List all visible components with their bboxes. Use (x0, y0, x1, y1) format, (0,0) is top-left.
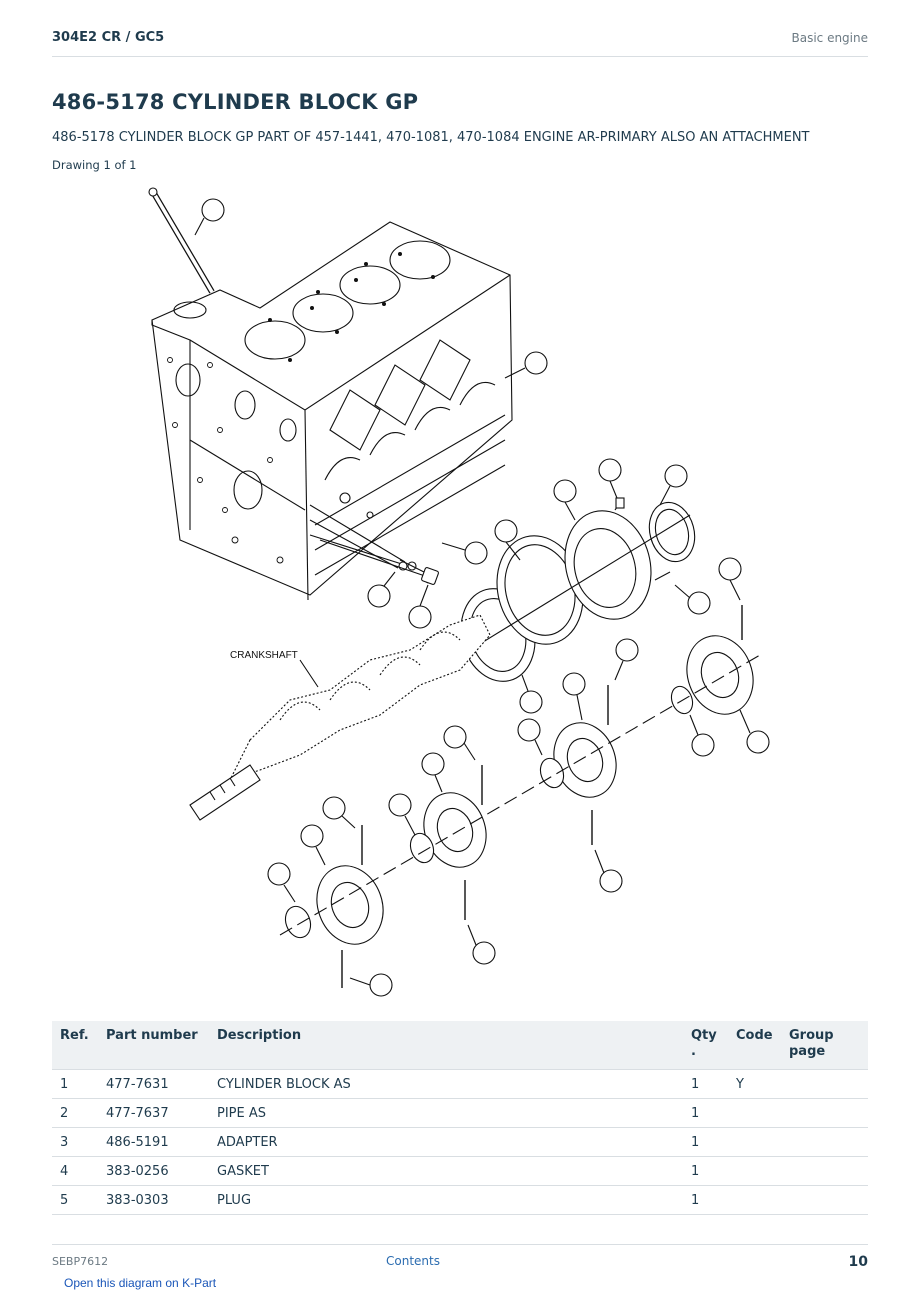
row-qty: 1 (683, 1098, 728, 1128)
document-code: SEBP7612 (52, 1255, 109, 1268)
crankshaft-part (228, 614, 491, 781)
parts-table: Ref. Part number Description Qty . Code … (52, 1021, 868, 1215)
row-ref: 4 (52, 1156, 98, 1186)
row-description: PLUG (209, 1185, 683, 1215)
row-qty: 1 (683, 1127, 728, 1157)
adapter-part (469, 497, 696, 651)
row-code (728, 1098, 781, 1128)
row-group-page (781, 1069, 868, 1099)
plug-parts (309, 504, 439, 585)
row-ref: 1 (52, 1069, 98, 1099)
row-description: GASKET (209, 1156, 683, 1186)
bolt-parts (341, 605, 743, 988)
row-qty: 1 (683, 1069, 728, 1099)
page-header: 304E2 CR / GC5 Basic engine (52, 28, 868, 57)
callout-bubbles (194, 198, 770, 997)
section-name: Basic engine (791, 31, 868, 45)
cylinder-block-part (151, 221, 513, 601)
page-subtitle: 486-5178 CYLINDER BLOCK GP PART OF 457-1… (52, 130, 810, 145)
row-qty: 1 (683, 1156, 728, 1186)
row-part-number: 477-7631 (98, 1069, 209, 1099)
table-row: 1 477-7631 CYLINDER BLOCK AS 1 Y (52, 1069, 868, 1099)
row-group-page (781, 1156, 868, 1186)
header-description: Description (209, 1021, 683, 1070)
row-description: ADAPTER (209, 1127, 683, 1157)
page-title: 486-5178 CYLINDER BLOCK GP (52, 90, 419, 114)
row-code (728, 1156, 781, 1186)
row-code (728, 1185, 781, 1215)
row-part-number: 383-0256 (98, 1156, 209, 1186)
header-group-page: Group page (781, 1021, 868, 1070)
row-part-number: 383-0303 (98, 1185, 209, 1215)
header-code: Code (728, 1021, 781, 1070)
contents-link[interactable]: Contents (386, 1254, 440, 1268)
header-part-number: Part number (98, 1021, 209, 1070)
row-description: PIPE AS (209, 1098, 683, 1128)
table-row: 4 383-0256 GASKET 1 (52, 1156, 868, 1186)
header-qty: Qty . (683, 1021, 728, 1070)
row-ref: 5 (52, 1185, 98, 1215)
drawing-label: Drawing 1 of 1 (52, 158, 137, 172)
table-row: 3 486-5191 ADAPTER 1 (52, 1127, 868, 1157)
table-row: 2 477-7637 PIPE AS 1 (52, 1098, 868, 1128)
row-group-page (781, 1185, 868, 1215)
table-header-row: Ref. Part number Description Qty . Code … (52, 1021, 868, 1070)
crankshaft-label: CRANKSHAFT (230, 650, 298, 661)
row-code (728, 1127, 781, 1157)
row-description: CYLINDER BLOCK AS (209, 1069, 683, 1099)
open-in-kpart-link[interactable]: Open this diagram on K-Part (64, 1276, 217, 1290)
row-group-page (781, 1098, 868, 1128)
header-ref: Ref. (52, 1021, 98, 1070)
row-part-number: 477-7637 (98, 1098, 209, 1128)
page-footer: SEBP7612 Contents 10 (52, 1244, 868, 1275)
row-code: Y (728, 1069, 781, 1099)
table-row: 5 383-0303 PLUG 1 (52, 1185, 868, 1215)
row-ref: 2 (52, 1098, 98, 1128)
bearing-housing-parts (279, 635, 761, 945)
document-id: 304E2 CR / GC5 (52, 30, 165, 45)
row-ref: 3 (52, 1127, 98, 1157)
page-number: 10 (848, 1254, 868, 1270)
row-group-page (781, 1127, 868, 1157)
row-qty: 1 (683, 1185, 728, 1215)
gasket-part (460, 535, 584, 682)
pipe-part (148, 187, 215, 294)
exploded-parts-diagram: CRANKSHAFT (148, 187, 770, 997)
row-part-number: 486-5191 (98, 1127, 209, 1157)
crankshaft-snout-part (189, 764, 261, 821)
